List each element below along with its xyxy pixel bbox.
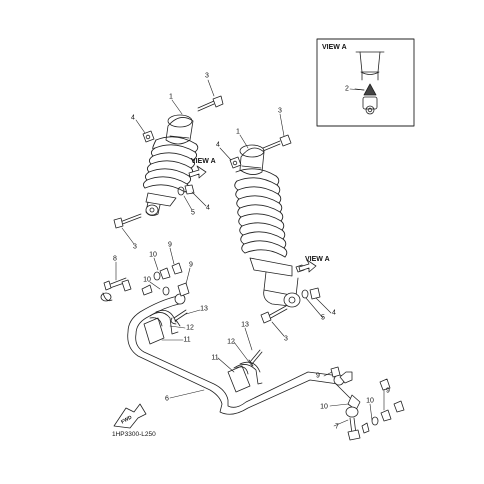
callout-11: 11 <box>183 336 191 344</box>
view-a-inset <box>316 38 415 127</box>
callout-1: 1 <box>169 93 173 101</box>
callout-12: 12 <box>227 338 235 346</box>
callout-9: 9 <box>386 387 390 395</box>
callout-4: 4 <box>131 114 135 122</box>
callout-9: 9 <box>189 261 193 269</box>
callout-2: 2 <box>345 85 349 93</box>
callout-3: 3 <box>133 243 137 251</box>
callout-3: 3 <box>278 107 282 115</box>
drawing-code: 1HP3300-L250 <box>112 431 156 438</box>
callout-4: 4 <box>332 309 336 317</box>
callout-6: 6 <box>165 395 169 403</box>
callout-9: 9 <box>168 241 172 249</box>
view-a-label: VIEW A <box>191 158 216 165</box>
right-shock-absorber <box>229 134 321 324</box>
callout-12: 12 <box>186 324 194 332</box>
callout-5: 5 <box>191 209 195 217</box>
callout-10: 10 <box>366 397 374 405</box>
callout-4: 4 <box>216 141 220 149</box>
view-a-arrows <box>188 165 317 273</box>
callout-11: 11 <box>211 354 219 362</box>
callout-10: 10 <box>149 251 157 259</box>
callout-1: 1 <box>236 128 240 136</box>
callout-3: 3 <box>205 72 209 80</box>
callout-13: 13 <box>241 321 249 329</box>
callout-9: 9 <box>316 372 320 380</box>
right-stabilizer-link <box>330 366 405 441</box>
callout-10: 10 <box>143 276 151 284</box>
fwd-arrow-icon <box>113 403 147 429</box>
callout-13: 13 <box>200 305 208 313</box>
callout-4: 4 <box>206 204 210 212</box>
callout-7: 7 <box>335 423 339 431</box>
view-a-label: VIEW A <box>305 256 330 263</box>
callout-8: 8 <box>113 255 117 263</box>
left-shock-absorber <box>113 95 224 229</box>
callout-5: 5 <box>321 314 325 322</box>
callout-10: 10 <box>320 403 328 411</box>
stabilizer-bar <box>127 293 345 415</box>
leader-lines <box>115 79 385 427</box>
left-stabilizer-link <box>100 262 190 302</box>
inset-title: VIEW A <box>322 44 347 51</box>
callout-3: 3 <box>284 335 288 343</box>
